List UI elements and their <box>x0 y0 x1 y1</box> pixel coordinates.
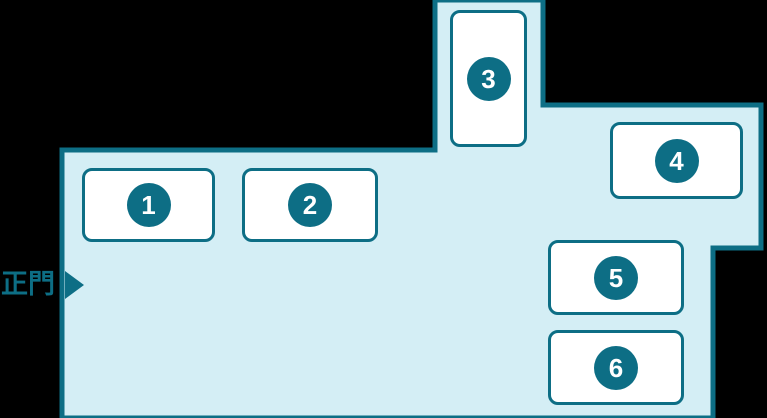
marker-box-3[interactable]: 3 <box>450 10 527 147</box>
marker-box-2[interactable]: 2 <box>242 168 378 242</box>
entrance-gate-group: 正門 <box>0 262 84 308</box>
marker-badge-5: 5 <box>594 255 638 300</box>
marker-box-6[interactable]: 6 <box>548 330 684 405</box>
marker-badge-4: 4 <box>654 138 699 183</box>
marker-box-4[interactable]: 4 <box>610 122 743 199</box>
marker-box-5[interactable]: 5 <box>548 240 684 315</box>
marker-badge-1: 1 <box>126 183 171 227</box>
marker-badge-6: 6 <box>594 345 638 390</box>
marker-badge-3: 3 <box>466 56 511 101</box>
entrance-gate-label: 正門 <box>1 269 55 300</box>
triangle-right-icon <box>65 271 84 299</box>
marker-box-1[interactable]: 1 <box>82 168 215 242</box>
marker-badge-2: 2 <box>288 183 332 227</box>
